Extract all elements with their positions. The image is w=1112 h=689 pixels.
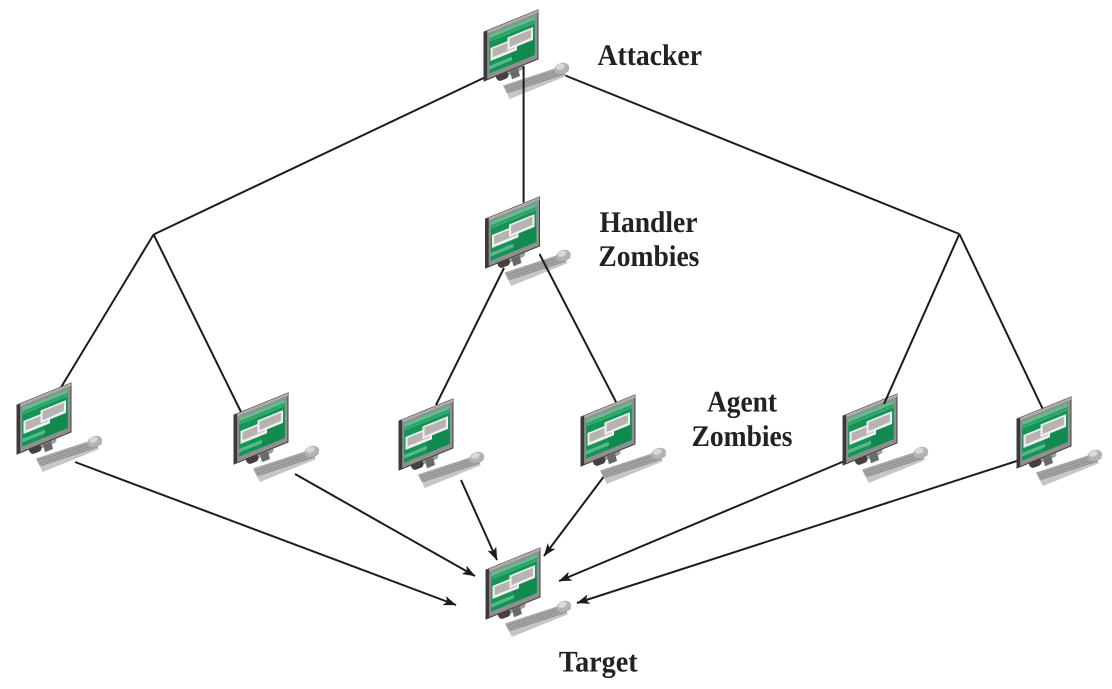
svg-text:Zombies: Zombies [692, 420, 793, 453]
svg-text:Agent: Agent [707, 385, 777, 418]
svg-text:Attacker: Attacker [598, 39, 703, 72]
svg-text:Target: Target [559, 646, 638, 679]
svg-text:Zombies: Zombies [598, 240, 699, 273]
svg-text:Handler: Handler [600, 206, 698, 239]
